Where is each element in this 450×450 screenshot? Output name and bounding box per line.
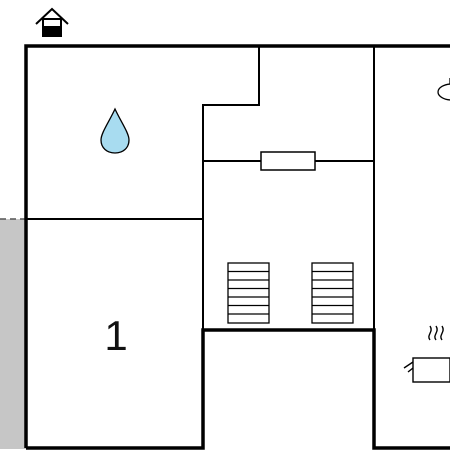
room-label-1: 1 bbox=[104, 312, 127, 359]
house-entrance-icon bbox=[35, 7, 69, 37]
water-drop-icon bbox=[100, 107, 130, 154]
stairs-icon bbox=[227, 262, 270, 324]
terrace-area bbox=[0, 219, 26, 449]
outer-walls bbox=[24, 44, 450, 450]
window-icon bbox=[260, 151, 316, 171]
ceiling-lamp-icon bbox=[437, 78, 450, 101]
stairs-icon bbox=[311, 262, 354, 324]
cooking-pot-icon bbox=[403, 325, 450, 383]
